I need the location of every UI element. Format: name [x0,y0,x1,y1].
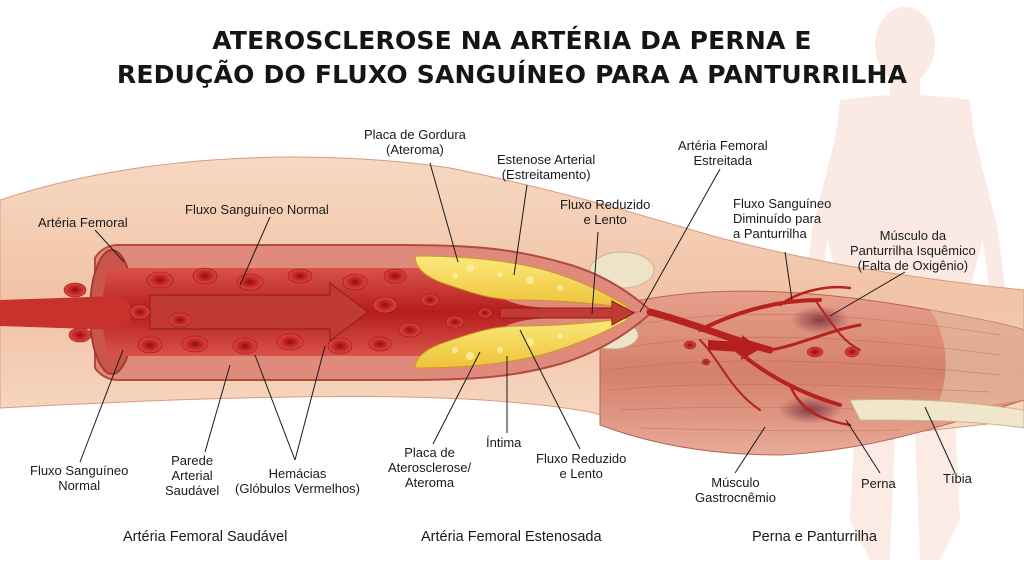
label-arteria-femoral: Artéria Femoral [38,215,128,230]
label-tibia: Tíbia [943,471,972,486]
label-line: Normal [58,478,101,493]
label-placa-gordura: Placa de Gordura (Ateroma) [364,127,466,157]
label-line: e Lento [583,212,627,227]
label-line: Músculo da [879,228,947,243]
label-musculo-isquemico: Músculo da Panturrilha Isquêmico (Falta … [850,228,976,273]
label-parede: Parede Arterial Saudável [165,453,219,498]
label-line: e Lento [559,466,603,481]
label-placa-ateroma: Placa de Aterosclerose/ Ateroma [388,445,471,490]
label-femoral-estreitada: Artéria Femoral Estreitada [678,138,768,168]
label-line: Hemácias [268,466,327,481]
incoming-flow [0,296,132,330]
label-hemacias: Hemácias (Glóbulos Vermelhos) [235,466,360,496]
label-fluxo-normal-top: Fluxo Sanguíneo Normal [185,202,329,217]
label-line: (Glóbulos Vermelhos) [235,481,360,496]
label-line: Gastrocnêmio [695,490,776,505]
label-fluxo-diminuido: Fluxo Sanguíneo Diminuído para a Panturr… [733,196,831,241]
flow-arrow-stenosis [499,300,636,326]
title-line-2: REDUÇÃO DO FLUXO SANGUÍNEO PARA A PANTUR… [116,60,908,89]
label-line: Placa de Gordura [364,127,466,142]
label-fluxo-reduzido-top: Fluxo Reduzido e Lento [560,197,650,227]
label-line: Estreitada [693,153,753,168]
label-line: Fluxo Sanguíneo [733,196,832,211]
label-line: Parede [171,453,214,468]
label-line: Artéria Femoral [678,138,768,153]
calf-arteries [646,285,862,427]
label-line: Ateroma [404,475,455,490]
label-line: Fluxo Reduzido [560,197,651,212]
label-fluxo-reduzido-bottom: Fluxo Reduzido e Lento [536,451,626,481]
title-line-1: ATEROSCLEROSE NA ARTÉRIA DA PERNA E [212,26,812,55]
label-line: Estenose Arterial [497,152,596,167]
label-estenose: Estenose Arterial (Estreitamento) [497,152,595,182]
label-line: (Ateroma) [386,142,444,157]
label-line: Músculo [711,475,760,490]
label-fluxo-normal-bottom: Fluxo Sanguíneo Normal [30,463,128,493]
label-line: (Falta de Oxigênio) [857,258,969,273]
label-line: Aterosclerose/ [388,460,472,475]
label-intima: Íntima [486,435,522,450]
label-gastrocnemio: Músculo Gastrocnêmio [695,475,776,505]
label-line: Arterial [171,468,213,483]
label-line: Diminuído para [733,211,822,226]
label-line: a Panturrilha [733,226,807,241]
artery-lumen [102,268,640,356]
flow-arrow-normal [149,281,369,343]
plaque [414,255,631,369]
label-line: Saudável [165,483,220,498]
section-stenosed: Artéria Femoral Estenosada [421,529,602,545]
label-line: Panturrilha Isquêmico [850,243,976,258]
tibia-bone [849,399,1024,429]
label-line: Fluxo Reduzido [536,451,627,466]
label-line: Placa de [404,445,455,460]
calf-blood-cells [683,340,860,366]
label-line: Fluxo Sanguíneo [30,463,129,478]
label-perna: Perna [861,476,896,491]
label-line: (Estreitamento) [501,167,591,182]
section-healthy: Artéria Femoral Saudável [123,529,288,545]
leader-lines [79,162,956,474]
flow-arrow-calf [708,335,760,360]
section-leg: Perna e Panturrilha [752,529,877,545]
